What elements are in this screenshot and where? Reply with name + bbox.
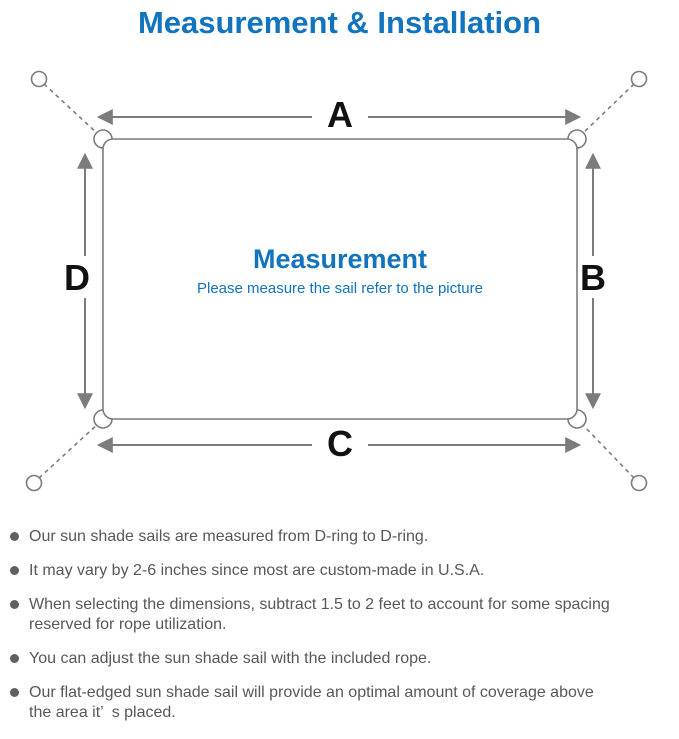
note-text: Our sun shade sails are measured from D-… bbox=[29, 528, 429, 545]
note-text: You can adjust the sun shade sail with t… bbox=[29, 650, 432, 667]
list-item: When selecting the dimensions, subtract … bbox=[10, 595, 673, 635]
list-item: It may vary by 2-6 inches since most are… bbox=[10, 561, 673, 581]
list-item: Our sun shade sails are measured from D-… bbox=[10, 527, 673, 547]
dimension-label-a: A bbox=[327, 94, 353, 135]
tether-line-top-right bbox=[580, 83, 635, 136]
list-item: You can adjust the sun shade sail with t… bbox=[10, 649, 673, 669]
note-text: Our flat-edged sun shade sail will provi… bbox=[29, 684, 594, 721]
tether-lines bbox=[38, 83, 635, 479]
bullet-icon bbox=[10, 600, 19, 609]
note-text: It may vary by 2-6 inches since most are… bbox=[29, 562, 485, 579]
dimension-arrow-a: A bbox=[96, 94, 582, 135]
anchor-ring-icon bbox=[25, 474, 43, 492]
dimension-arrow-d: D bbox=[64, 152, 93, 410]
note-text: When selecting the dimensions, subtract … bbox=[29, 596, 610, 633]
dimension-label-c: C bbox=[327, 423, 353, 464]
dimension-arrow-b: B bbox=[580, 152, 606, 410]
anchor-ring-icon bbox=[630, 70, 648, 88]
bullet-icon bbox=[10, 532, 19, 541]
bullet-icon bbox=[10, 688, 19, 697]
notes-list: Our sun shade sails are measured from D-… bbox=[0, 527, 679, 723]
tether-line-bottom-right bbox=[580, 422, 635, 479]
anchor-rings bbox=[25, 70, 648, 492]
bullet-icon bbox=[10, 654, 19, 663]
dimension-label-d: D bbox=[64, 257, 90, 298]
diagram-center-title: Measurement bbox=[253, 244, 427, 274]
anchor-ring-icon bbox=[30, 70, 48, 88]
list-item: Our flat-edged sun shade sail will provi… bbox=[10, 683, 673, 723]
measurement-diagram: A C D B Measurement Please measure the s… bbox=[25, 70, 648, 492]
dimension-arrow-c: C bbox=[96, 423, 582, 464]
dimension-label-b: B bbox=[580, 257, 606, 298]
sail-outline bbox=[102, 138, 578, 420]
tether-line-top-left bbox=[43, 83, 100, 136]
anchor-ring-icon bbox=[630, 474, 648, 492]
tether-line-bottom-left bbox=[38, 422, 100, 479]
page-title: Measurement & Installation bbox=[137, 5, 542, 40]
bullet-icon bbox=[10, 566, 19, 575]
diagram-center-subtitle: Please measure the sail refer to the pic… bbox=[197, 280, 483, 297]
